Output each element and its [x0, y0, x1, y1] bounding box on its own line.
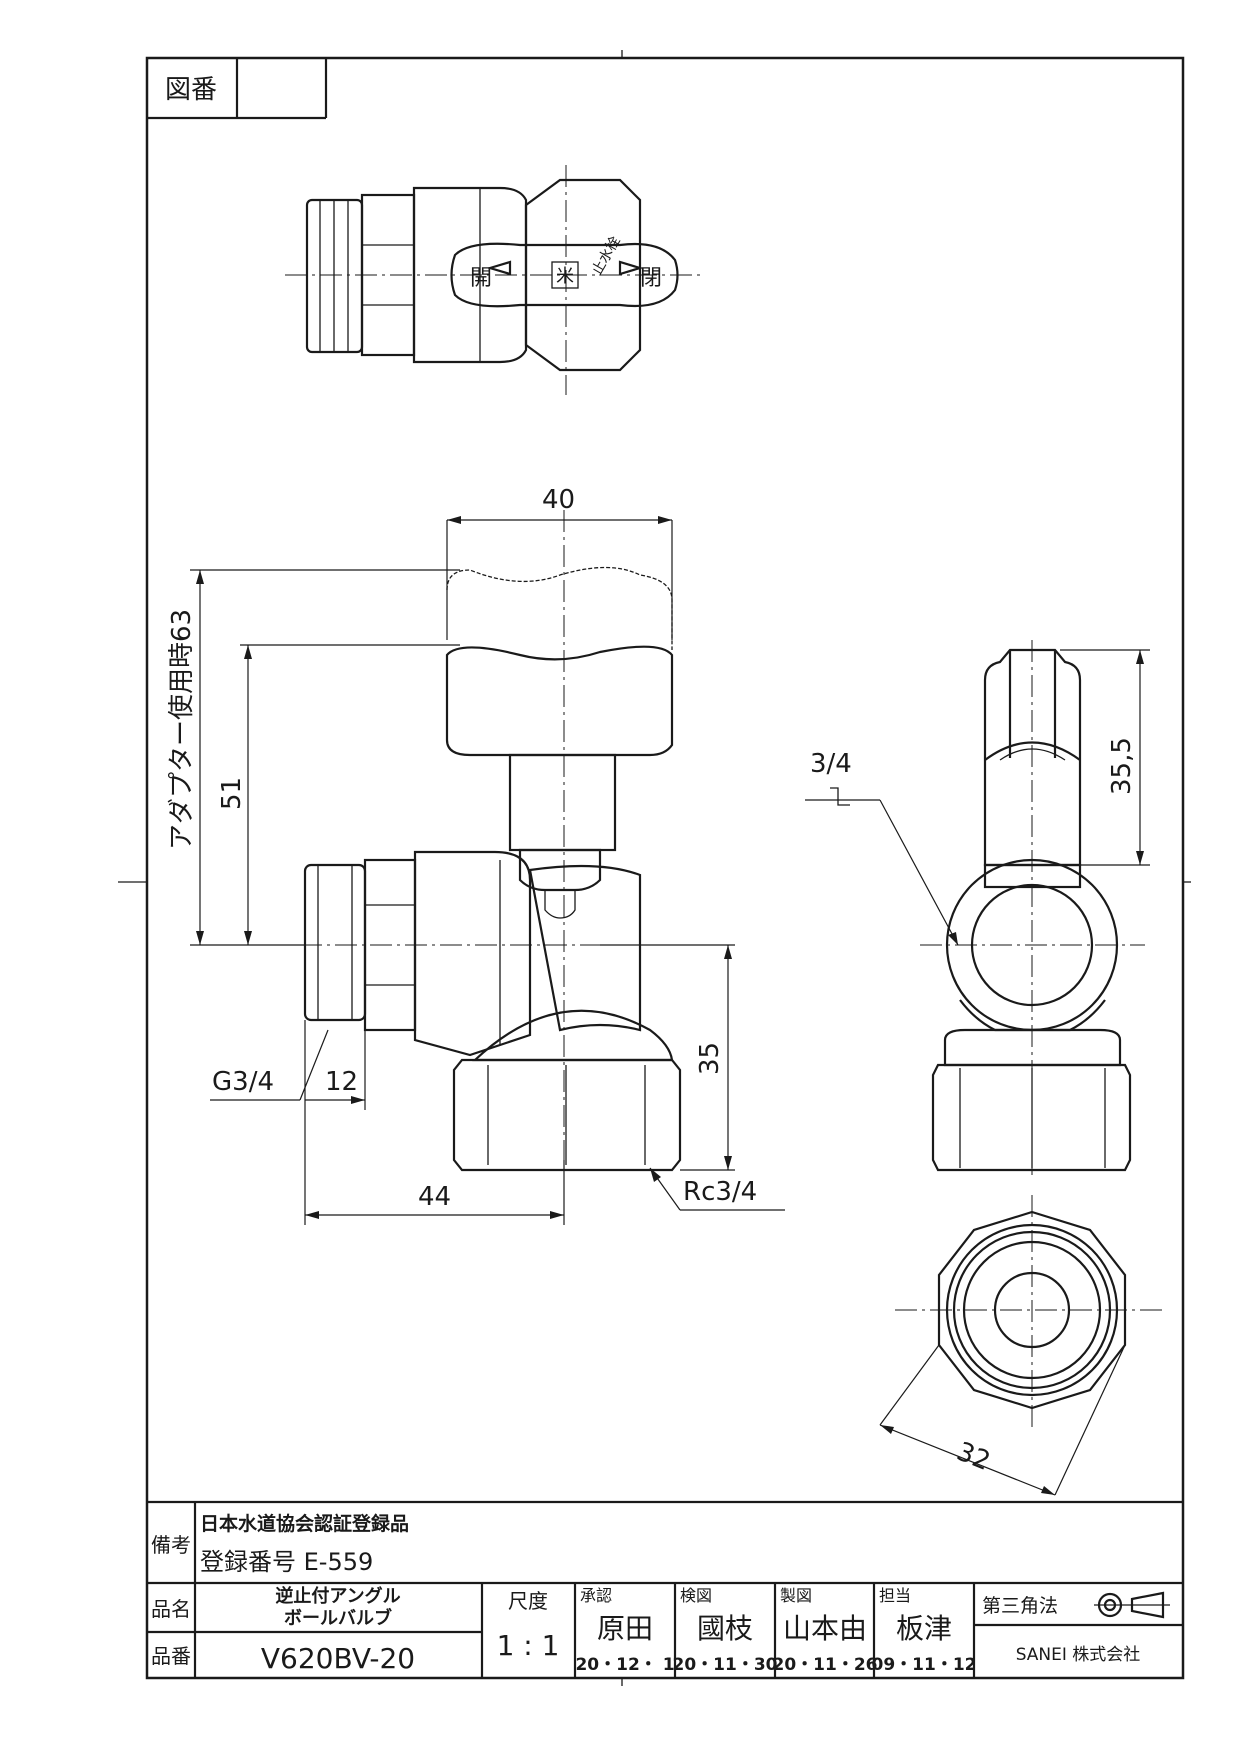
dim-12: 12: [325, 1067, 358, 1097]
drawing-number-label: 図番: [165, 75, 217, 105]
scale-value: 1 : 1: [497, 1629, 560, 1662]
projection-label: 第三角法: [982, 1595, 1058, 1617]
bottom-view: 32: [879, 1195, 1165, 1496]
name-line1: 逆止付アングル: [275, 1585, 400, 1607]
remarks-label: 備考: [151, 1533, 191, 1557]
dim-rc34: Rc3/4: [683, 1177, 757, 1207]
front-view: [230, 510, 735, 1172]
third-angle-projection-icon: [1094, 1591, 1170, 1619]
scale-label: 尺度: [508, 1589, 548, 1613]
side-view: [920, 640, 1145, 1175]
draft-label: 製図: [780, 1586, 812, 1605]
title-block: 備考 日本水道協会認証登録品 登録番号 E-559 品名 逆止付アングル ボール…: [147, 1500, 1183, 1678]
approval-label: 承認: [580, 1586, 612, 1605]
draft-name: 山本由: [783, 1612, 867, 1645]
front-dimensions: 40 アダプター使用時63 51 35 G3/4 12 44: [167, 485, 785, 1225]
number-value: V620BV-20: [261, 1642, 415, 1675]
dim-35-5: 35,5: [1107, 737, 1137, 795]
check-label: 検図: [680, 1586, 712, 1605]
charge-label: 担当: [879, 1586, 911, 1605]
dim-63-adapter: アダプター使用時63: [167, 609, 197, 850]
dim-35: 35: [695, 1042, 725, 1075]
top-view: 開 閉 米 止水栓: [285, 165, 700, 395]
dim-44: 44: [418, 1182, 451, 1212]
dim-32: 32: [952, 1437, 994, 1477]
dim-3-4: 3/4: [810, 749, 852, 779]
handle-open-left: 開: [470, 266, 492, 291]
name-label: 品名: [151, 1597, 191, 1621]
name-line2: ボールバルブ: [284, 1607, 392, 1629]
draft-date: 20・11・26: [773, 1655, 878, 1675]
handle-close-right: 閉: [640, 266, 662, 291]
charge-date: 09・11・12: [872, 1655, 977, 1675]
number-label: 品番: [151, 1644, 191, 1668]
handle-stop-text: 止水栓: [589, 234, 624, 278]
approval-name: 原田: [597, 1612, 653, 1645]
dim-51: 51: [217, 777, 247, 810]
charge-name: 板津: [896, 1612, 952, 1645]
check-name: 國枝: [697, 1612, 753, 1645]
dim-g34: G3/4: [212, 1067, 274, 1097]
dim-40: 40: [542, 485, 575, 515]
handle-center-mark: 米: [556, 266, 574, 287]
approval-date: 20・12・ 1: [575, 1655, 674, 1675]
remarks-line1: 日本水道協会認証登録品: [200, 1512, 409, 1535]
check-date: 20・11・30: [673, 1655, 778, 1675]
remarks-line2: 登録番号 E-559: [200, 1548, 373, 1576]
drawing-number-box: 図番: [147, 58, 328, 120]
drawing-frame: [145, 56, 1185, 1680]
company-name: SANEI 株式会社: [1016, 1645, 1141, 1665]
side-dimensions: 35,5 3/4: [805, 649, 1150, 946]
